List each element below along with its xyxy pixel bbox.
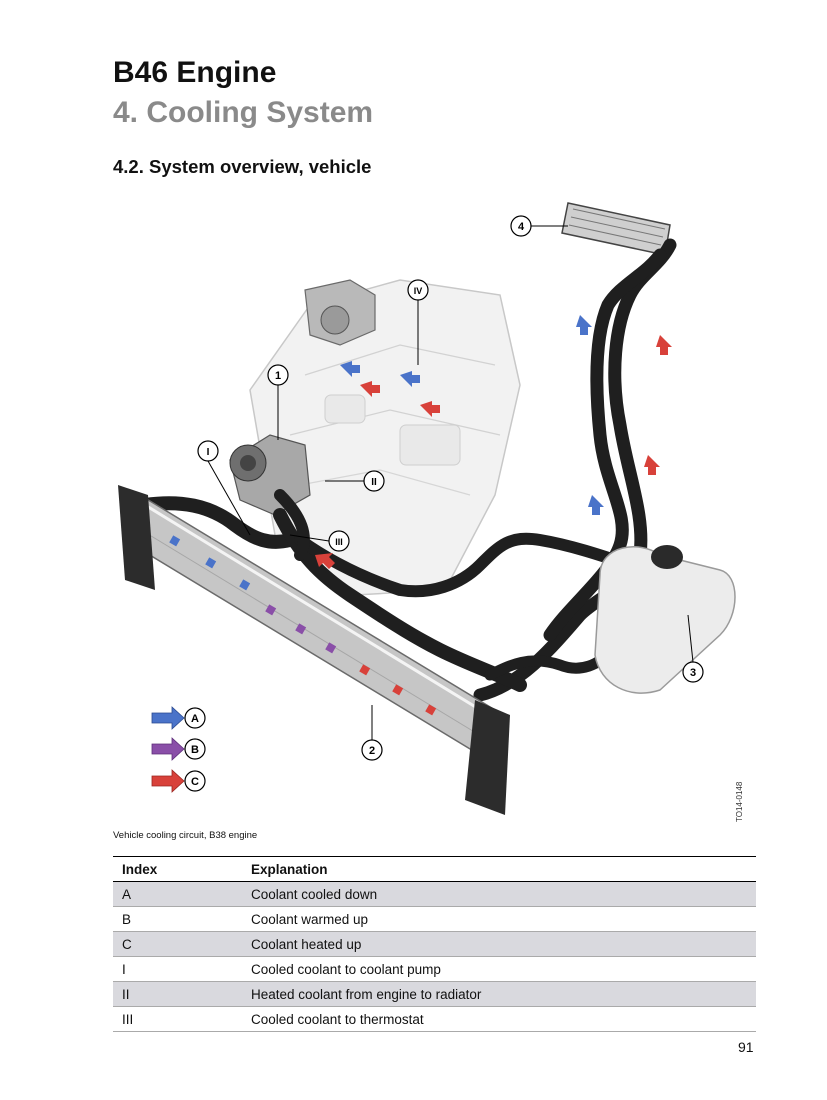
callout-1: 1 [267,364,289,440]
callout-ii: II [325,470,385,492]
legend-c: C [151,769,206,793]
callout-label: 2 [369,745,375,757]
legend-label: C [191,776,199,788]
flow-arrows [165,315,672,716]
callout-2: 2 [361,705,383,761]
cooled-flow-arrows [165,315,604,591]
row-index: A [122,886,132,902]
radiator [118,485,510,815]
row-index: B [122,911,132,927]
row-index: I [122,961,126,977]
index-table: Index Explanation A Coolant cooled down … [113,856,756,1032]
table-row: C Coolant heated up [113,932,756,957]
row-explanation: Coolant warmed up [251,911,369,927]
legend-label: B [191,744,199,756]
column-header-index: Index [122,861,158,877]
callout-label: 3 [690,667,696,679]
callout-iv: IV [407,279,429,365]
table-row: I Cooled coolant to coolant pump [113,957,756,982]
legend-label: A [191,713,199,725]
callout-iii: III [289,530,350,552]
row-index: C [122,936,132,952]
callout-label: II [371,477,377,488]
callout-i: I [197,440,251,536]
figure-code: TO14-0148 [735,781,744,822]
row-explanation: Coolant heated up [251,936,362,952]
row-explanation: Coolant cooled down [251,886,378,902]
turbocharger [304,279,376,346]
column-header-explanation: Explanation [251,861,328,877]
row-explanation: Cooled coolant to coolant pump [251,961,441,977]
table-row: III Cooled coolant to thermostat [113,1007,756,1032]
table-row: II Heated coolant from engine to radiato… [113,982,756,1007]
row-index: II [122,986,130,1002]
legend-a: A [151,706,206,730]
row-index: III [122,1011,134,1027]
engine-block [249,279,521,596]
heated-flow-arrows [315,335,672,716]
table-header: Index Explanation [113,856,756,882]
page-number: 91 [738,1039,754,1055]
coolant-pump [229,434,311,516]
callout-4: 4 [510,215,568,237]
callout-3: 3 [682,614,704,683]
heater-core [561,202,671,256]
callout-label: 1 [275,370,281,382]
callout-label: III [335,537,343,547]
row-explanation: Cooled coolant to thermostat [251,1011,424,1027]
figure-caption: Vehicle cooling circuit, B38 engine [113,830,258,841]
row-explanation: Heated coolant from engine to radiator [251,986,482,1002]
expansion-tank [594,545,736,694]
legend-b: B [151,737,206,761]
warmed-flow-arrows [261,597,337,654]
callout-label: IV [414,286,423,296]
section-heading: 4.2. System overview, vehicle [113,156,372,177]
cooling-circuit-diagram: 1 2 3 4 I II III IV A [100,195,760,830]
table-row: B Coolant warmed up [113,907,756,932]
callout-label: I [207,447,210,458]
document-title: B46 Engine [113,56,277,89]
table-row: A Coolant cooled down [113,882,756,907]
callout-label: 4 [518,221,525,233]
chapter-title: 4. Cooling System [113,96,374,129]
